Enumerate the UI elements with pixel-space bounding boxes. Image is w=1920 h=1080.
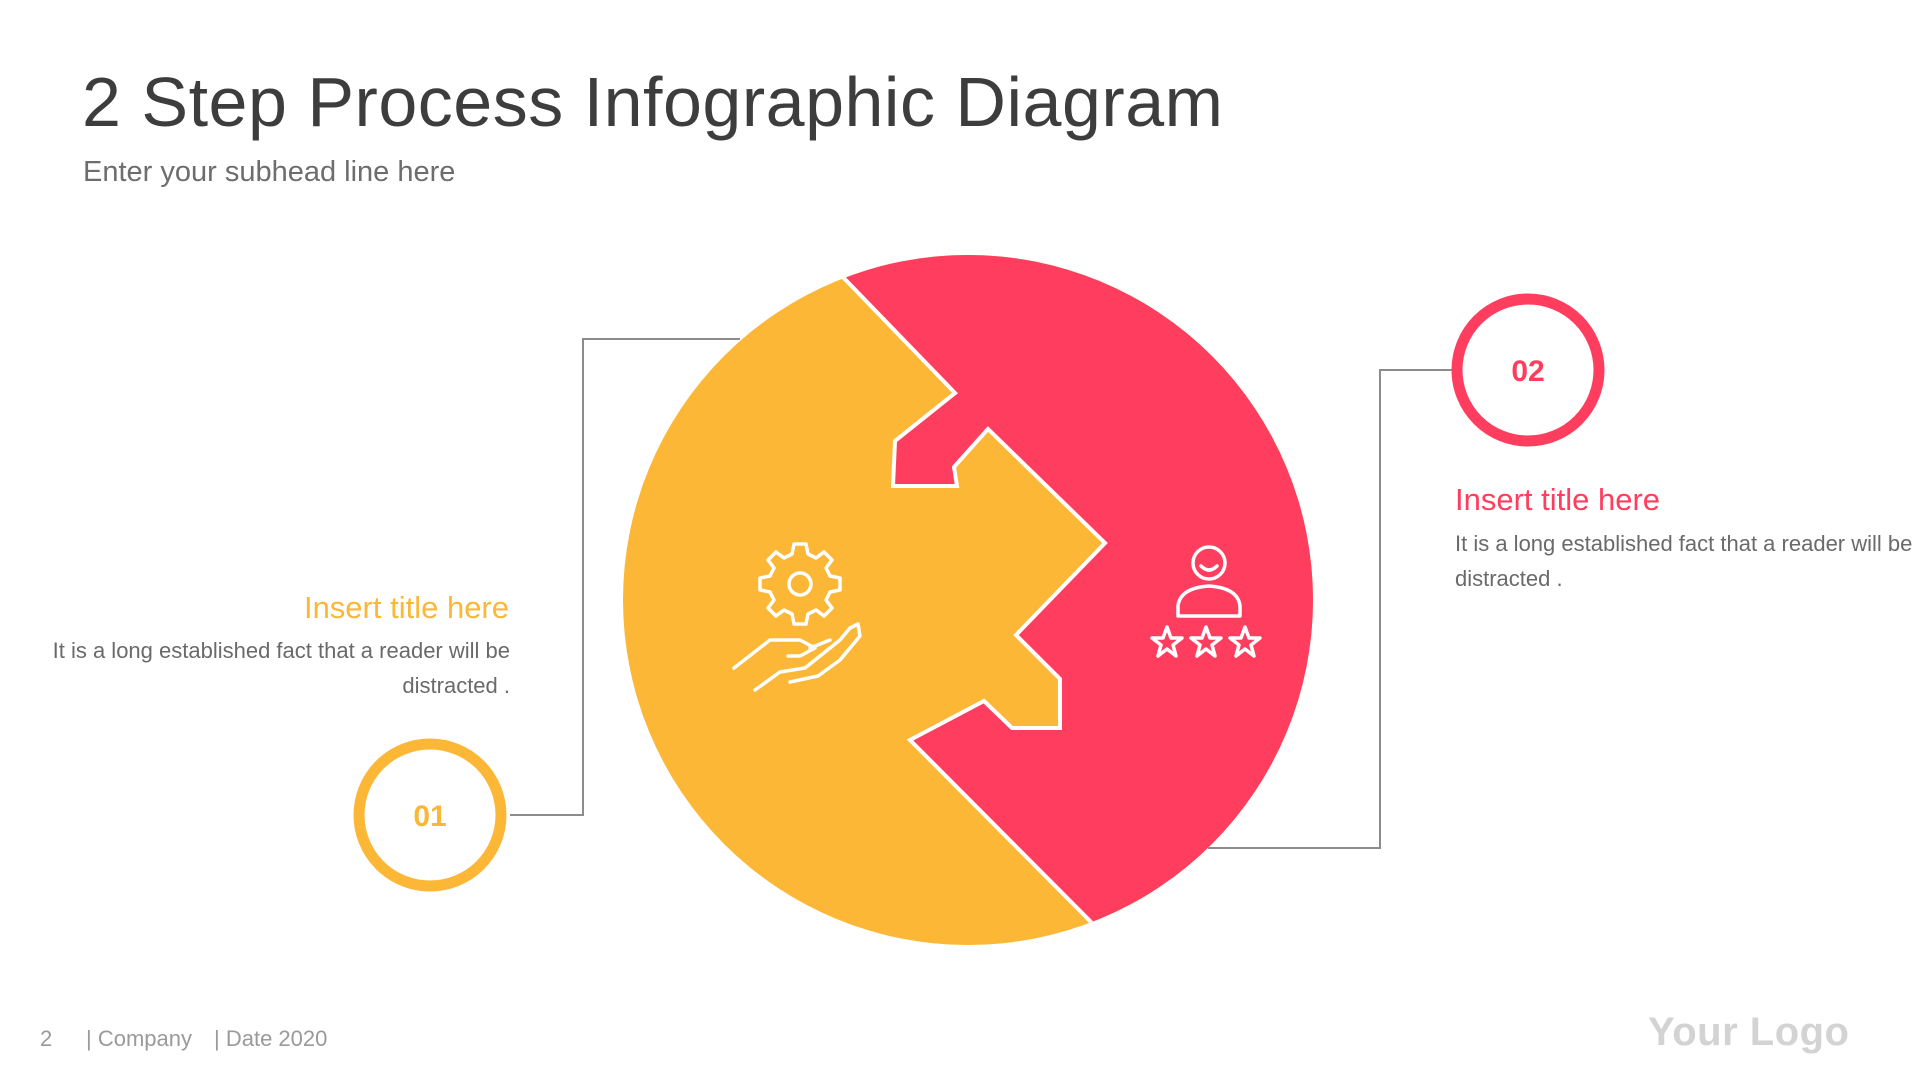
step-1-title: Insert title here [303,590,509,625]
user-rating-icon [1150,545,1262,658]
footer-date: | Date 2020 [214,1026,328,1051]
step-2-number: 02 [1511,355,1544,388]
step-2-number-ring [1451,293,1605,447]
page-title: 2 Step Process Infographic Diagram [82,63,1224,141]
footer-page-number: 2 [40,1026,53,1051]
step-1-description: It is a long established fact that a rea… [52,638,510,698]
step-2-title: Insert title here [1455,482,1661,517]
hand-gear-icon [732,542,862,692]
circle-segment-step-2 [827,255,1313,927]
step-1-number-ring [353,738,507,892]
connector-line-step-1 [510,338,740,816]
page-subtitle: Enter your subhead line here [83,156,456,188]
connector-line-step-2 [1208,369,1455,849]
step-1-number: 01 [413,800,446,833]
logo: Your Logo [1648,1010,1850,1054]
footer-company: | Company [86,1026,192,1051]
step-2-description: It is a long established fact that a rea… [1455,531,1913,591]
